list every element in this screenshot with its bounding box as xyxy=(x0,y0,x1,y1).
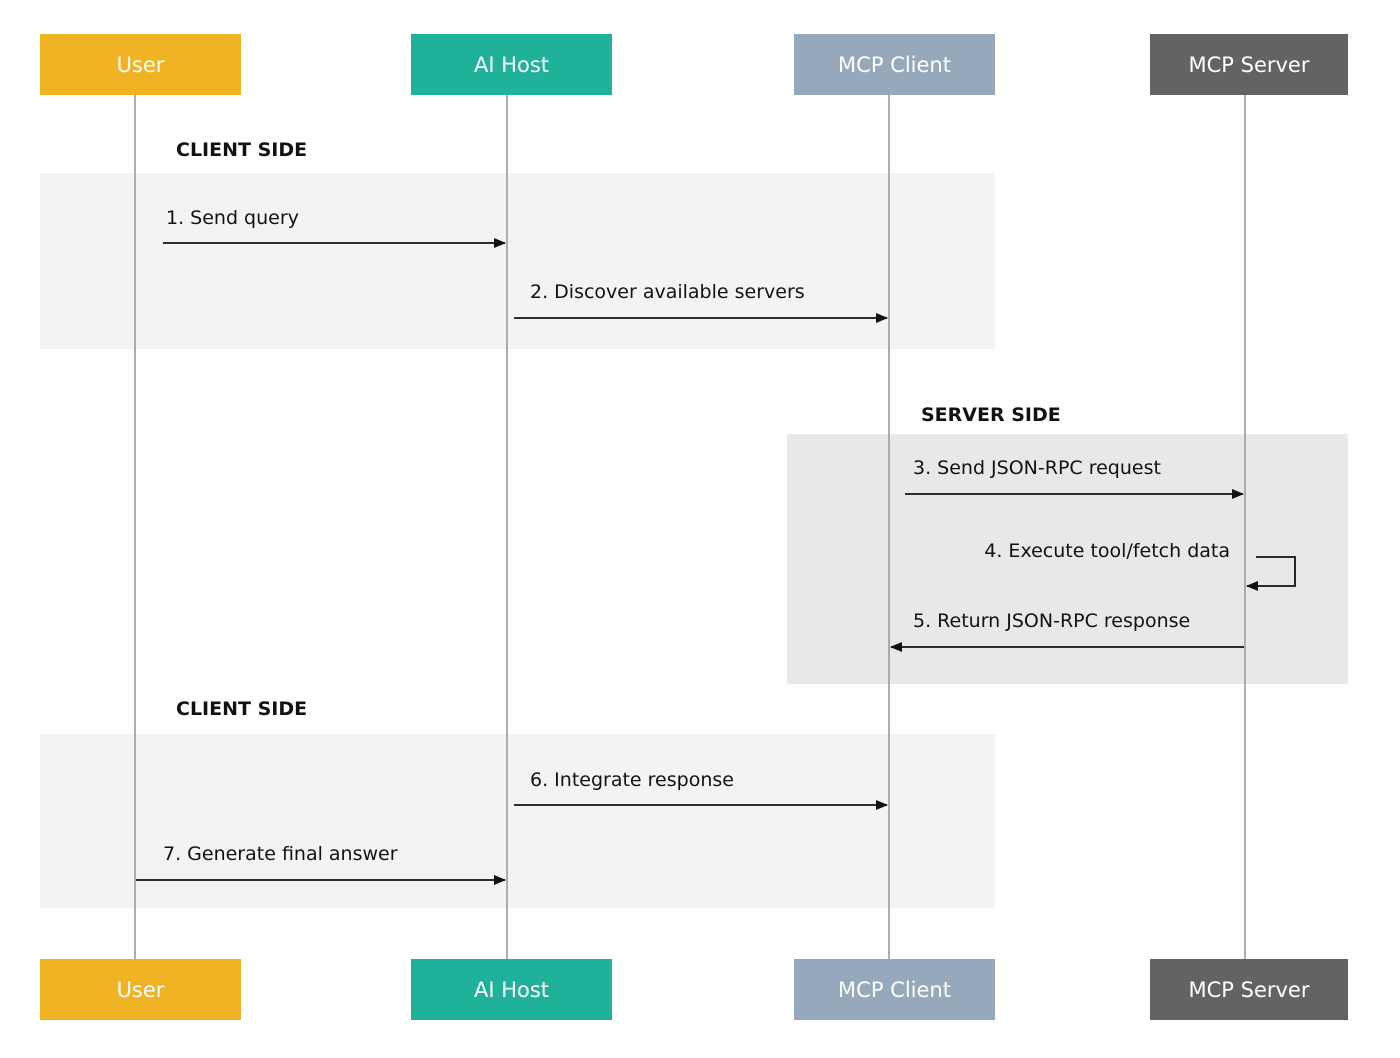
participant-box xyxy=(40,959,241,1020)
message-1-send-query: 1. Send query xyxy=(163,207,506,248)
message-3-send-json-rpc-request: 3. Send JSON-RPC request xyxy=(905,457,1244,499)
participant-label: MCP Server xyxy=(1189,53,1310,77)
section-title-client-side-2: CLIENT SIDE xyxy=(176,698,307,720)
participant-mcp-server-top: MCP Server xyxy=(1150,34,1348,95)
message-label: 1. Send query xyxy=(166,207,299,229)
server-side-region xyxy=(787,434,1348,684)
message-label: 2. Discover available servers xyxy=(530,281,805,303)
participant-box xyxy=(1150,959,1348,1020)
client-side-region-1 xyxy=(40,173,995,349)
message-label: 3. Send JSON-RPC request xyxy=(913,457,1161,479)
participant-box xyxy=(1150,34,1348,95)
participant-user-bottom: User xyxy=(40,959,241,1020)
message-label: 5. Return JSON-RPC response xyxy=(913,610,1190,632)
message-4-execute-tool: 4. Execute tool/fetch data xyxy=(984,540,1296,591)
section-title-server-side: SERVER SIDE xyxy=(921,404,1061,426)
self-call-arrow xyxy=(1246,556,1296,591)
participant-box xyxy=(411,959,612,1020)
participant-user-top: User xyxy=(40,34,241,95)
message-label: 7. Generate final answer xyxy=(163,843,398,865)
participant-label: MCP Server xyxy=(1189,978,1310,1002)
message-6-integrate-response: 6. Integrate response xyxy=(514,769,888,810)
participant-mcp-client-top: MCP Client xyxy=(794,34,995,95)
participant-mcp-server-bottom: MCP Server xyxy=(1150,959,1348,1020)
participant-box xyxy=(40,34,241,95)
participant-ai-host-top: AI Host xyxy=(411,34,612,95)
participant-box xyxy=(794,959,995,1020)
message-7-generate-final-answer: 7. Generate final answer xyxy=(136,843,506,885)
participant-label: User xyxy=(117,978,165,1002)
participant-box xyxy=(794,34,995,95)
message-label: 6. Integrate response xyxy=(530,769,734,791)
participant-label: AI Host xyxy=(474,978,549,1002)
participant-label: MCP Client xyxy=(838,53,951,77)
participant-ai-host-bottom: AI Host xyxy=(411,959,612,1020)
section-title-client-side-1: CLIENT SIDE xyxy=(176,139,307,161)
message-label: 4. Execute tool/fetch data xyxy=(984,540,1230,562)
participant-label: MCP Client xyxy=(838,978,951,1002)
message-5-return-json-rpc-response: 5. Return JSON-RPC response xyxy=(890,610,1244,652)
participant-box xyxy=(411,34,612,95)
message-2-discover-servers: 2. Discover available servers xyxy=(514,281,888,323)
client-side-region-2 xyxy=(40,734,995,908)
participant-label: User xyxy=(117,53,165,77)
participant-label: AI Host xyxy=(474,53,549,77)
participant-mcp-client-bottom: MCP Client xyxy=(794,959,995,1020)
